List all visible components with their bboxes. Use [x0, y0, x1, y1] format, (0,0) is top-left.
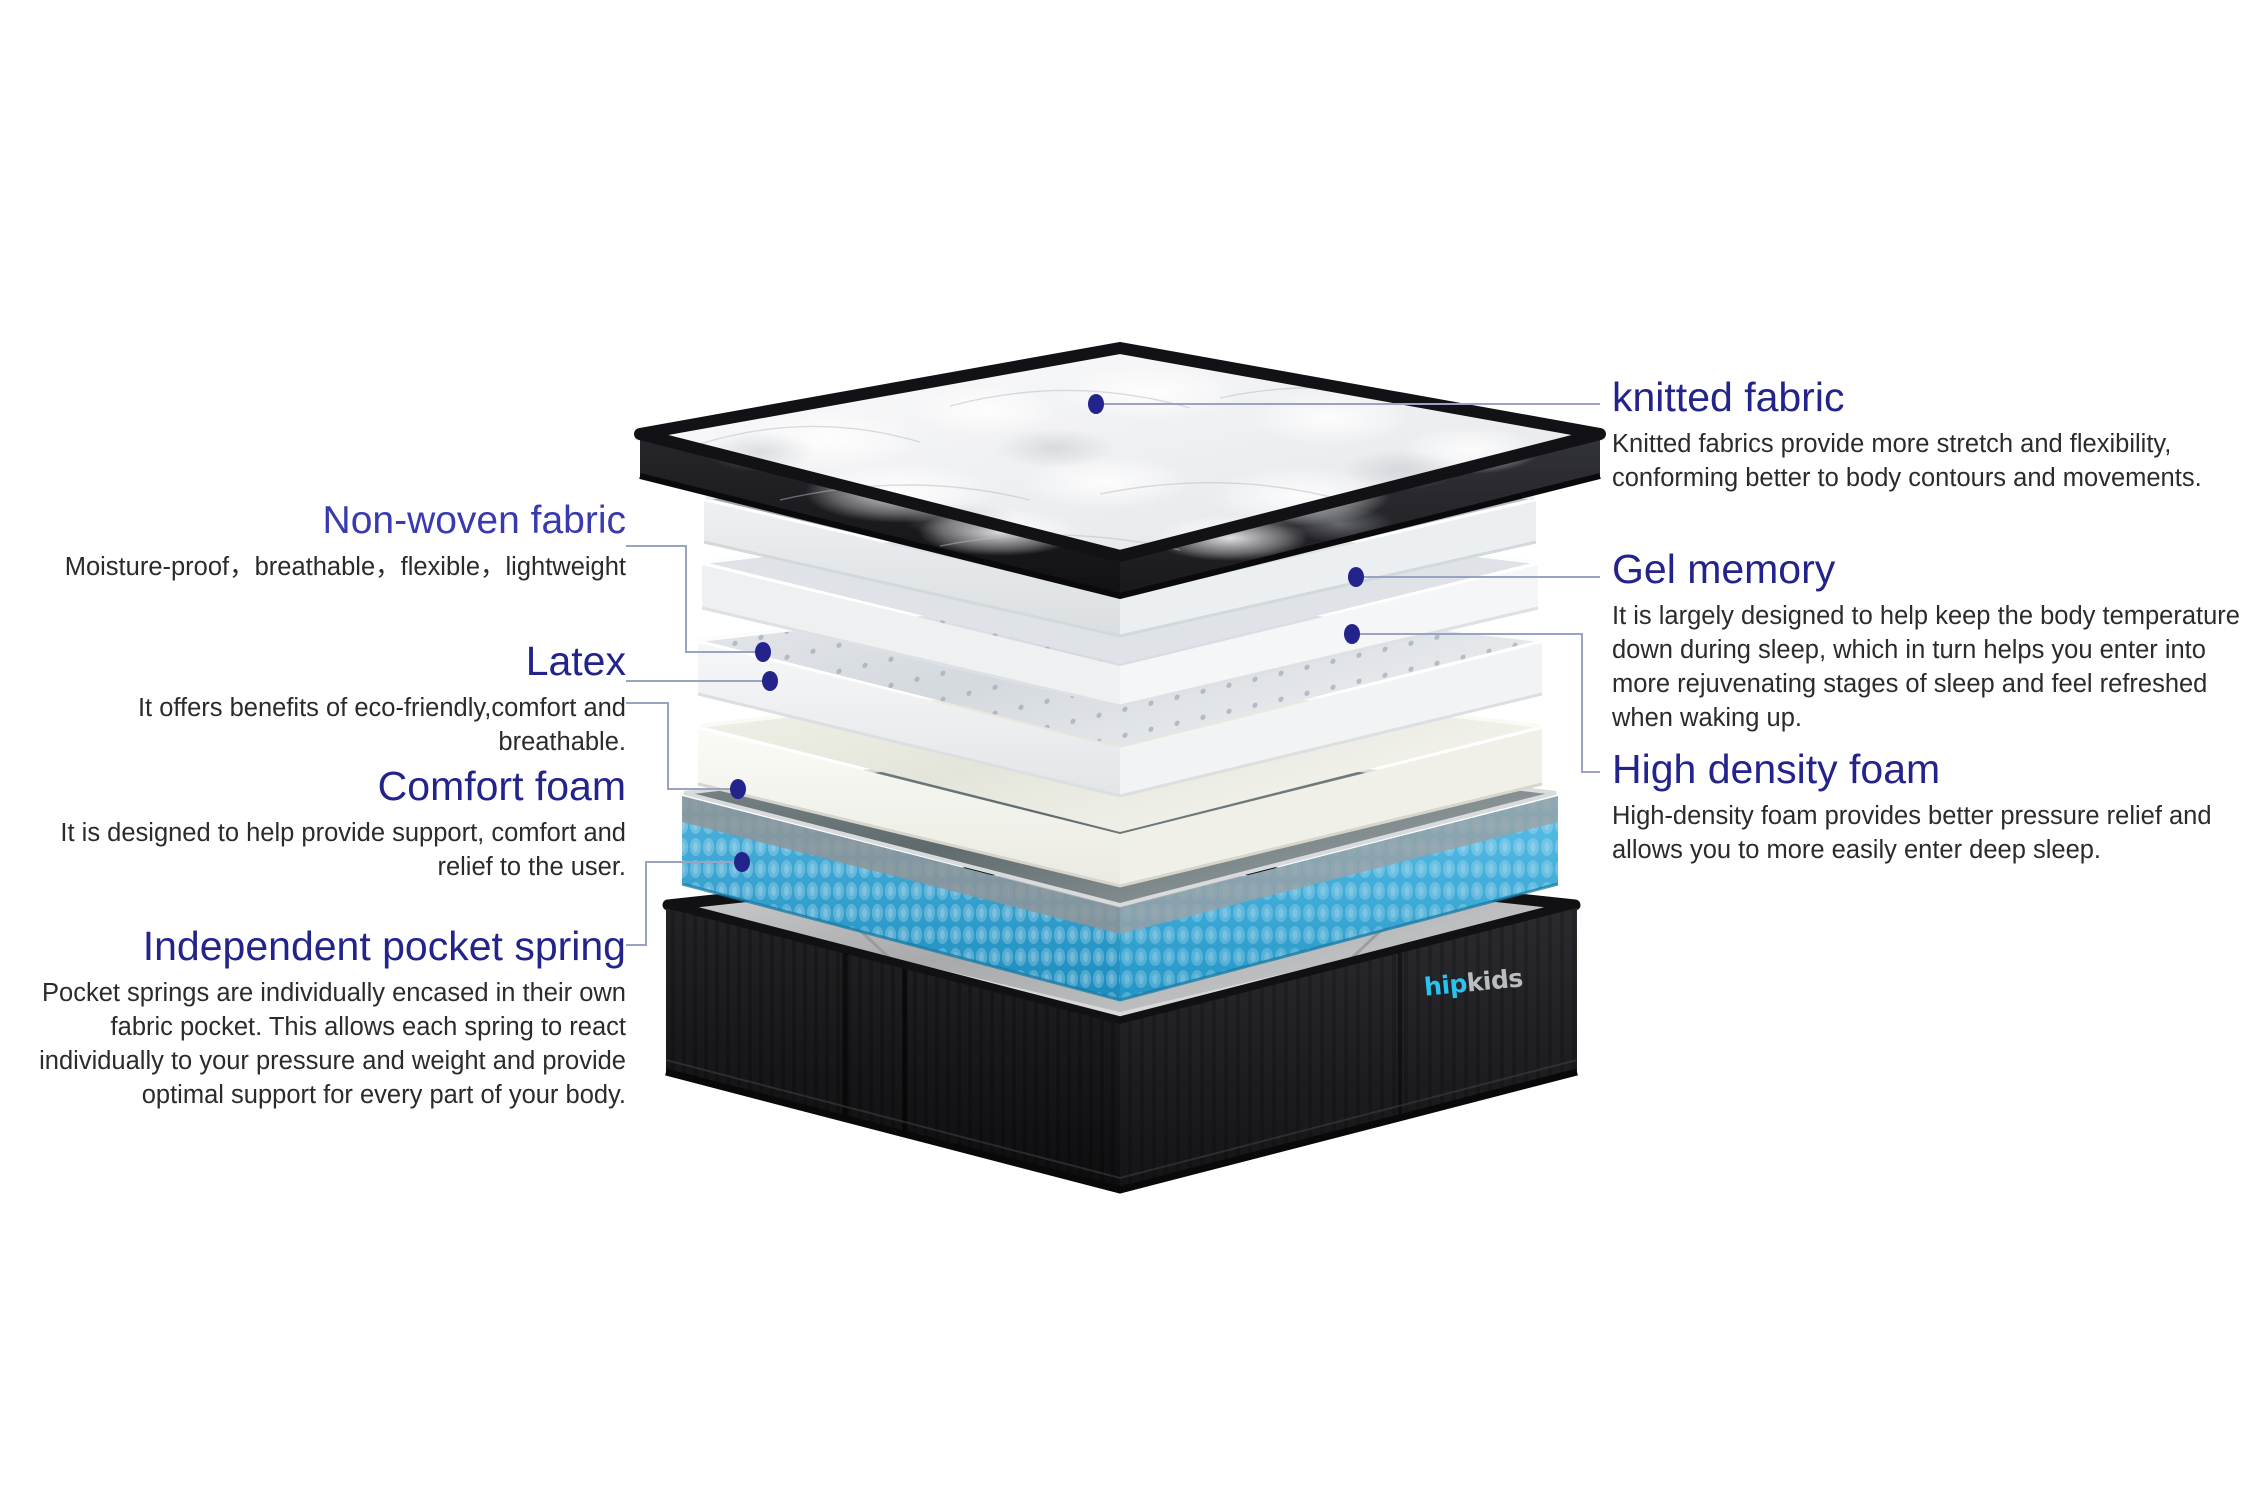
- callout-heading-knitted-fabric: knitted fabric: [1612, 374, 1845, 420]
- callout-knitted-fabric: knitted fabric Knitted fabrics provide m…: [1612, 374, 2252, 496]
- knitted-fabric-layer: [634, 342, 1606, 599]
- callout-heading-gel-memory: Gel memory: [1612, 546, 1836, 592]
- dot-pocket-spring: [734, 852, 750, 872]
- callout-body-comfort-foam: It is designed to help provide support, …: [60, 819, 626, 881]
- callout-body-gel-memory: It is largely designed to help keep the …: [1612, 602, 2240, 732]
- dot-non-woven-fabric: [755, 642, 771, 662]
- callout-heading-non-woven-fabric: Non-woven fabric: [322, 499, 626, 542]
- dot-comfort-foam: [730, 779, 746, 799]
- callout-body-non-woven-fabric: Moisture-proof，breathable，flexible，light…: [64, 552, 626, 581]
- callout-body-independent-pocket-spring: Pocket springs are individually encased …: [39, 979, 626, 1109]
- leader-comfort-foam: [626, 702, 736, 790]
- callout-independent-pocket-spring: Independent pocket spring Pocket springs…: [0, 923, 626, 1113]
- leader-lines: [626, 403, 1600, 946]
- callout-comfort-foam: Comfort foam It is designed to help prov…: [60, 763, 626, 885]
- callout-heading-comfort-foam: Comfort foam: [377, 763, 626, 809]
- callout-body-knitted-fabric: Knitted fabrics provide more stretch and…: [1612, 430, 2202, 492]
- callout-non-woven-fabric: Non-woven fabric Moisture-proof，breathab…: [50, 499, 626, 585]
- callout-body-high-density-foam: High-density foam provides better pressu…: [1612, 802, 2212, 864]
- leader-dots: [730, 394, 1364, 872]
- leader-pocket-spring: [626, 861, 740, 946]
- callout-gel-memory: Gel memory It is largely designed to hel…: [1612, 546, 2256, 736]
- callout-heading-latex: Latex: [525, 638, 626, 684]
- callout-heading-independent-pocket-spring: Independent pocket spring: [142, 923, 626, 969]
- dot-high-density-foam: [1344, 624, 1360, 644]
- dot-gel-memory: [1348, 567, 1364, 587]
- callout-heading-high-density-foam: High density foam: [1612, 746, 1941, 792]
- dot-knitted-fabric: [1088, 394, 1104, 414]
- leader-non-woven-fabric: [626, 545, 760, 653]
- leader-high-density-foam: [1352, 633, 1600, 773]
- logo-text-kids: kids: [1465, 963, 1524, 998]
- callout-latex: Latex It offers benefits of eco-friendly…: [20, 638, 626, 760]
- logo-text-hip: hip: [1422, 968, 1469, 1002]
- dot-latex: [762, 671, 778, 691]
- callout-high-density-foam: High density foam High-density foam prov…: [1612, 746, 2252, 868]
- callout-body-latex: It offers benefits of eco-friendly,comfo…: [137, 694, 626, 756]
